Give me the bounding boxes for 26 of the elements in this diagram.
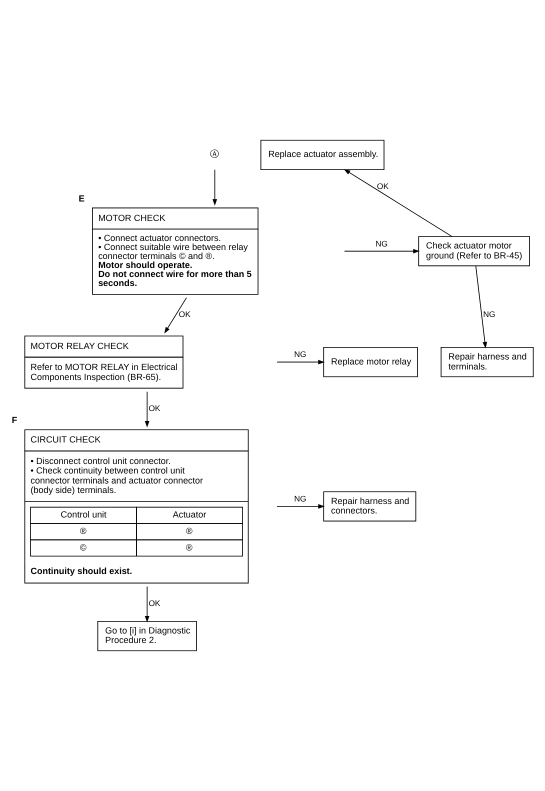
edge-label: NG — [294, 494, 306, 504]
node-box: Replace actuator assembly. — [260, 140, 384, 170]
node-box: Go to [i] in Diagnostic Procedure 2. — [97, 620, 197, 652]
node-box: Check actuator motor ground (Refer to BR-45) — [418, 236, 530, 266]
arrow — [276, 360, 325, 364]
edge-label: NG — [375, 239, 388, 248]
edge-label: NG — [294, 350, 306, 360]
node-label: E — [78, 193, 85, 204]
arrow — [212, 169, 218, 206]
node-label: F — [12, 415, 18, 426]
node-box: Repair harness and connectors. — [323, 491, 416, 522]
arrow — [344, 248, 420, 254]
node-box: Repair harness and terminals. — [440, 346, 534, 378]
arrow — [144, 586, 150, 623]
arrow — [344, 169, 452, 237]
edge-label: OK — [376, 182, 389, 192]
edge-label: NG — [483, 310, 496, 320]
edge-label: OK — [148, 598, 160, 608]
node-box: Replace motor relay — [323, 346, 418, 378]
arrow — [144, 391, 150, 428]
arrow — [164, 297, 187, 334]
arrow — [475, 266, 488, 348]
edge-label: OK — [178, 310, 191, 320]
arrow — [276, 504, 325, 509]
node-text: Ⓐ — [210, 149, 219, 160]
edge-label: OK — [148, 404, 160, 413]
